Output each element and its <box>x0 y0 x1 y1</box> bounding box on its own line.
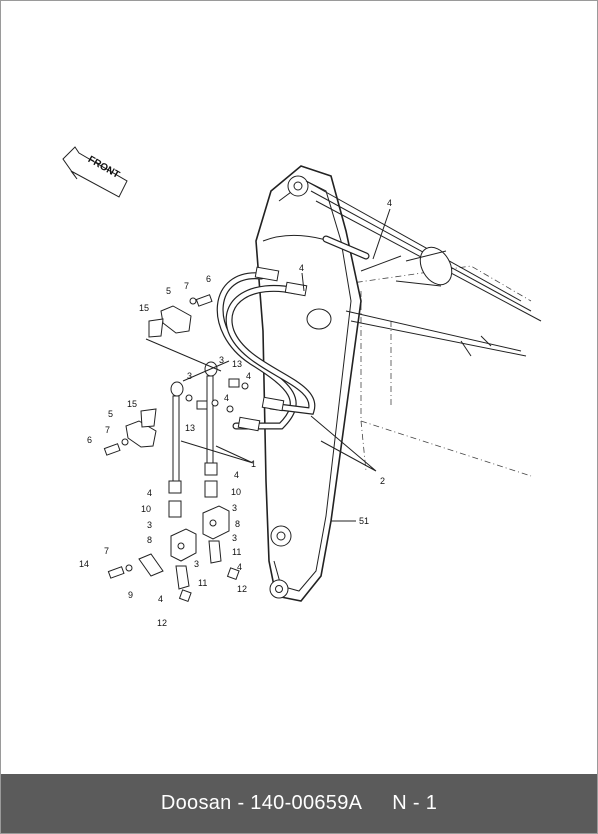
callout-3: 3 <box>232 503 237 513</box>
valve-blocks <box>170 505 230 562</box>
callout-4: 4 <box>147 488 152 498</box>
callout-6: 6 <box>206 274 211 284</box>
callout-8: 8 <box>235 519 240 529</box>
callout-8: 8 <box>147 535 152 545</box>
callout-5: 5 <box>108 409 113 419</box>
elbow-fittings <box>175 540 240 603</box>
callout-13: 13 <box>185 423 195 433</box>
callout-3: 3 <box>219 355 224 365</box>
callout-10: 10 <box>231 487 241 497</box>
callout-10: 10 <box>141 504 151 514</box>
callout-labels: 4 4 6 7 5 15 3 13 4 3 4 13 15 5 7 6 1 4 … <box>79 198 392 628</box>
callout-11: 11 <box>198 578 207 588</box>
callout-4: 4 <box>246 371 251 381</box>
callout-3: 3 <box>194 559 199 569</box>
callout-7: 7 <box>184 281 189 291</box>
callout-1: 1 <box>251 459 256 469</box>
callout-12: 12 <box>237 584 247 594</box>
callout-15: 15 <box>139 303 149 313</box>
callout-13: 13 <box>232 359 242 369</box>
adapter-fittings <box>185 378 249 413</box>
callout-12: 12 <box>157 618 167 628</box>
callout-7: 7 <box>105 425 110 435</box>
clamp-bar <box>107 553 164 579</box>
callout-9: 9 <box>128 590 133 600</box>
callout-3: 3 <box>147 520 152 530</box>
boom-arm <box>255 165 362 602</box>
brand-separator: - <box>237 792 245 814</box>
callout-3: 3 <box>232 533 237 543</box>
exploded-parts-diagram: FRONT <box>62 146 542 628</box>
hose-loop <box>216 235 370 432</box>
callout-15: 15 <box>127 399 137 409</box>
lower-bracket <box>103 408 157 456</box>
callout-4: 4 <box>299 263 304 273</box>
callout-51: 51 <box>359 516 369 526</box>
callout-3: 3 <box>187 371 192 381</box>
callout-6: 6 <box>87 435 92 445</box>
callout-4: 4 <box>224 393 229 403</box>
footer-bar: Doosan - 140-00659A N - 1 <box>1 774 597 833</box>
brand-name: Doosan <box>160 792 232 814</box>
front-arrow-icon: FRONT <box>62 146 128 198</box>
callout-2: 2 <box>380 476 385 486</box>
boom-cylinder <box>305 180 542 357</box>
callout-7: 7 <box>104 546 109 556</box>
callout-5: 5 <box>166 286 171 296</box>
pipe-assemblies <box>168 360 230 518</box>
upper-bracket <box>148 294 213 338</box>
callout-11: 11 <box>232 547 241 557</box>
callout-4: 4 <box>237 562 242 572</box>
leader-lines <box>145 208 391 522</box>
callout-4: 4 <box>234 470 239 480</box>
callout-4: 4 <box>387 198 392 208</box>
part-number: 140-00659A <box>250 792 363 814</box>
page-number: N - 1 <box>392 792 438 814</box>
callout-14: 14 <box>79 559 89 569</box>
reference-dashed-lines <box>330 265 532 477</box>
callout-4: 4 <box>158 594 163 604</box>
